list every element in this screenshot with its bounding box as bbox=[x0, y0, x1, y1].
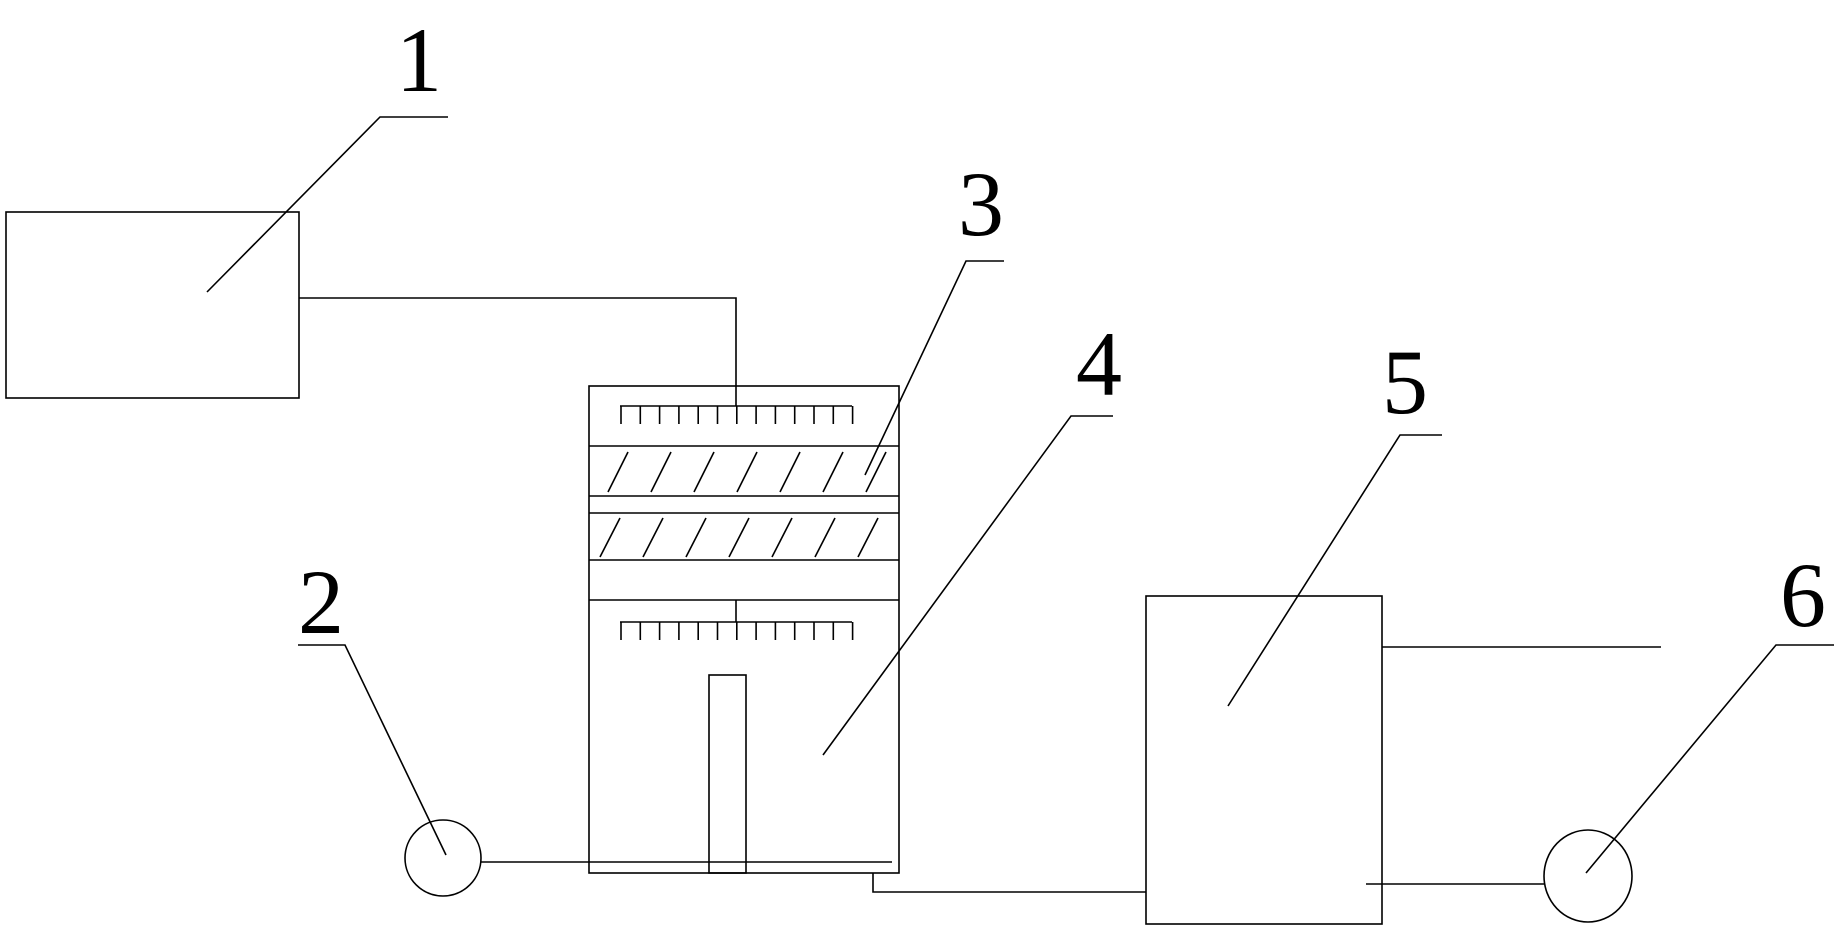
leader-3-line bbox=[864, 260, 1004, 476]
packing-hatch bbox=[650, 451, 672, 493]
packing-hatch bbox=[607, 451, 629, 493]
tower bbox=[588, 385, 900, 874]
component-6-circle bbox=[1543, 829, 1633, 923]
component-5-box bbox=[1145, 595, 1383, 925]
packing-hatch bbox=[599, 517, 621, 558]
packing-hatch bbox=[771, 517, 793, 558]
pipe-tower-to-5 bbox=[872, 873, 1146, 893]
leader-1-line bbox=[206, 116, 448, 293]
leader-6-line bbox=[1585, 644, 1834, 874]
packing-hatch bbox=[685, 517, 707, 558]
packing-hatch bbox=[736, 451, 758, 493]
packing-hatch bbox=[814, 517, 836, 558]
leader-5-line bbox=[1227, 434, 1442, 707]
standpipe bbox=[708, 674, 747, 874]
label-5: 5 bbox=[1382, 331, 1428, 433]
packing-layer-upper bbox=[589, 445, 899, 497]
packing-hatch bbox=[865, 451, 887, 493]
packing-hatch bbox=[693, 451, 715, 493]
label-6: 6 bbox=[1780, 544, 1826, 646]
packing-hatch bbox=[728, 517, 750, 558]
component-1-box bbox=[5, 211, 300, 399]
label-2: 2 bbox=[298, 551, 344, 653]
packing-hatch bbox=[822, 451, 844, 493]
label-1: 1 bbox=[396, 9, 442, 111]
label-4: 4 bbox=[1076, 313, 1122, 415]
pipe-1-to-tower bbox=[299, 297, 737, 406]
leader-4-line bbox=[822, 415, 1113, 756]
packing-hatch bbox=[642, 517, 664, 558]
component-2-circle bbox=[404, 819, 482, 897]
packing-hatch bbox=[857, 517, 879, 558]
label-3: 3 bbox=[958, 153, 1004, 255]
lower-spray-header bbox=[620, 600, 854, 640]
leader-2-line bbox=[298, 644, 447, 856]
top-spray-header bbox=[620, 405, 854, 424]
packing-layer-lower bbox=[589, 512, 899, 561]
packing-hatch bbox=[779, 451, 801, 493]
leader-lines bbox=[206, 116, 1834, 874]
